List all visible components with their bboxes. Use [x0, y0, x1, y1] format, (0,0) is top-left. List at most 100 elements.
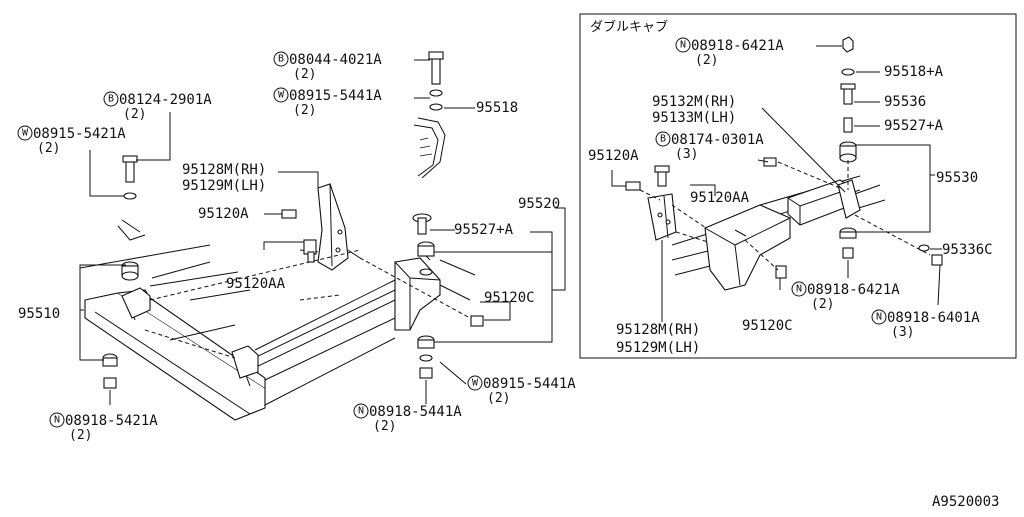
part-quantity: (2): [69, 428, 92, 443]
symbol-letter: B: [278, 54, 284, 65]
symbol-circle: [273, 87, 289, 103]
part-label: 95527+A: [884, 118, 944, 134]
part-quantity: (3): [891, 325, 914, 340]
washer: [123, 192, 137, 200]
symbol-letter: W: [278, 90, 285, 101]
nut: [103, 377, 117, 389]
inset-mount-stack: [839, 36, 857, 259]
part-label: 95530: [936, 170, 978, 186]
part-quantity: (2): [293, 103, 316, 118]
part-quantity: (2): [123, 107, 146, 122]
part-number: 95129M(LH): [182, 178, 266, 194]
part-number: 95128M(RH): [182, 162, 266, 178]
floor-panel-left: [79, 244, 251, 301]
symbol-letter: N: [358, 406, 364, 417]
symbol-circle: [467, 375, 483, 391]
bolt-shank: [431, 57, 441, 85]
part-number: 95129M(LH): [616, 340, 700, 356]
main-leaders: [79, 59, 566, 405]
part-label: N 08918-5421A(2): [49, 412, 158, 443]
main-assembly: [79, 51, 566, 421]
part-label: 95336C: [942, 242, 993, 258]
part-number: 95132M(RH): [652, 94, 736, 110]
side-bracket: [394, 257, 476, 331]
symbol-letter: N: [876, 312, 882, 323]
part-label: N 08918-5441A(2): [353, 403, 462, 434]
part-label: N 08918-6421A(2): [675, 37, 784, 68]
symbol-circle: [103, 91, 119, 107]
part-number: 08918-6401A: [887, 310, 980, 326]
part-number: 08918-5441A: [369, 404, 462, 420]
part-number: 08044-4021A: [289, 52, 382, 68]
part-label: 95536: [884, 94, 926, 110]
part-label: W 08915-5441A(2): [273, 87, 382, 118]
symbol-circle: [273, 51, 289, 67]
part-number: 08918-6421A: [807, 282, 900, 298]
part-quantity: (2): [695, 53, 718, 68]
part-number: 08918-6421A: [691, 38, 784, 54]
part-label: 95129M(LH): [616, 340, 700, 356]
part-label: 95120AA: [690, 190, 750, 206]
part-number: 08915-5421A: [33, 126, 126, 142]
inset-title: ダブルキャブ: [590, 19, 668, 35]
symbol-circle: [675, 37, 691, 53]
part-number: 95536: [884, 94, 926, 110]
part-label: 95120A: [198, 206, 249, 222]
part-number: 95518+A: [884, 64, 944, 80]
part-number: 95527+A: [884, 118, 944, 134]
part-label: 95128M(RH): [182, 162, 266, 178]
cab-panel-hint: [413, 117, 446, 179]
symbol-circle: [49, 412, 65, 428]
part-number: 95527+A: [454, 222, 514, 238]
part-label: 95129M(LH): [182, 178, 266, 194]
inset-frame: [579, 13, 1017, 359]
part-label: 95518+A: [884, 64, 944, 80]
part-number: 95518: [476, 100, 518, 116]
part-number: 95128M(RH): [616, 322, 700, 338]
symbol-circle: [871, 309, 887, 325]
part-label: 95128M(RH): [616, 322, 700, 338]
part-number: 95120A: [588, 148, 639, 164]
symbol-letter: N: [54, 415, 60, 426]
part-label: 95132M(RH): [652, 94, 736, 110]
symbol-circle: [655, 131, 671, 147]
symbol-letter: B: [108, 94, 114, 105]
inset-leaders: [611, 45, 942, 322]
part-quantity: (2): [37, 141, 60, 156]
part-label: N 08918-6401A(3): [871, 309, 980, 340]
symbol-letter: W: [22, 128, 29, 139]
part-number: 95120AA: [690, 190, 750, 206]
symbol-circle: [791, 281, 807, 297]
part-quantity: (2): [811, 297, 834, 312]
part-quantity: (2): [373, 419, 396, 434]
symbol-letter: N: [680, 40, 686, 51]
part-number: 95133M(LH): [652, 110, 736, 126]
part-number: 08174-0301A: [671, 132, 764, 148]
part-number: 95120A: [198, 206, 249, 222]
part-quantity: (2): [487, 391, 510, 406]
inset-alignment-lines: [639, 160, 931, 271]
part-number: 08918-5421A: [65, 413, 158, 429]
part-quantity: (2): [293, 67, 316, 82]
part-label: B 08044-4021A(2): [273, 51, 382, 82]
part-label: 95120AA: [226, 276, 286, 292]
part-label: 95510: [18, 306, 60, 322]
part-number: 95120AA: [226, 276, 286, 292]
mount-stack-right: [412, 51, 444, 379]
symbol-letter: N: [796, 284, 802, 295]
symbol-letter: B: [660, 134, 666, 145]
inset-bracket-95128m: [647, 179, 861, 241]
part-label: 95527+A: [454, 222, 514, 238]
part-number: 95120C: [484, 290, 535, 306]
part-label: 95133M(LH): [652, 110, 736, 126]
part-label: 95518: [476, 100, 518, 116]
part-number: 95120C: [742, 318, 793, 334]
diagram-code: A9520003: [932, 494, 999, 510]
part-number: 95530: [936, 170, 978, 186]
part-number: 95520: [518, 196, 560, 212]
nut: [842, 36, 854, 53]
part-number: 08915-5441A: [289, 88, 382, 104]
